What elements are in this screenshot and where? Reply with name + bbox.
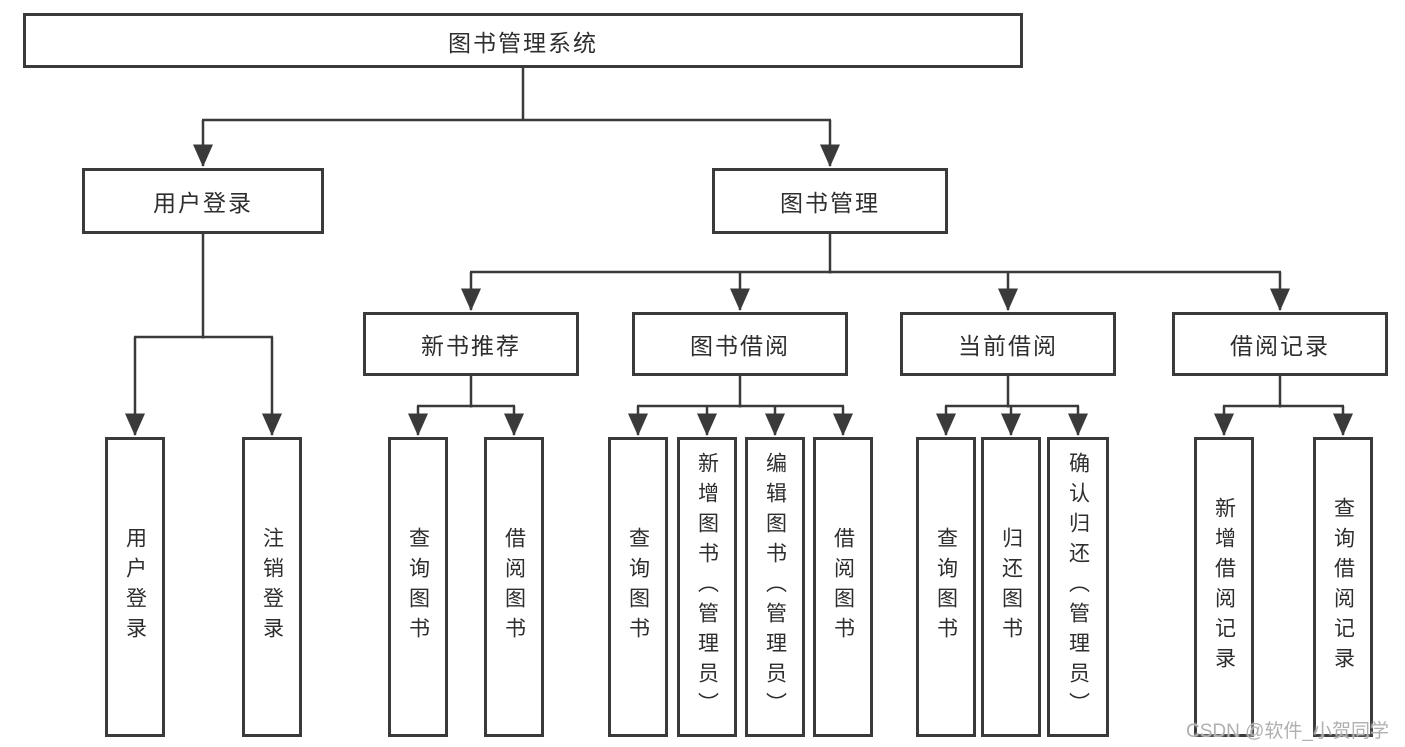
leaf-add-books-admin: 新增图书（管理员） bbox=[677, 437, 737, 737]
node-book-borrow: 图书借阅 bbox=[632, 312, 848, 376]
node-new-book-recommend: 新书推荐 bbox=[363, 312, 579, 376]
node-user-login-module: 用户登录 bbox=[82, 168, 324, 234]
node-label: 编辑图书（管理员） bbox=[763, 452, 787, 722]
leaf-logout: 注销登录 bbox=[242, 437, 302, 737]
node-book-management-module: 图书管理 bbox=[712, 168, 948, 234]
node-label: 借阅图书 bbox=[502, 527, 526, 647]
node-borrow-records: 借阅记录 bbox=[1172, 312, 1388, 376]
leaf-borrow-books-1: 借阅图书 bbox=[484, 437, 544, 737]
leaf-confirm-return-admin: 确认归还（管理员） bbox=[1047, 437, 1109, 737]
node-label: 查询图书 bbox=[406, 527, 430, 647]
node-root-system: 图书管理系统 bbox=[23, 13, 1023, 68]
leaf-query-borrow-record: 查询借阅记录 bbox=[1313, 437, 1373, 737]
node-label: 当前借阅 bbox=[958, 333, 1058, 359]
node-label: 查询图书 bbox=[934, 527, 958, 647]
node-label: 归还图书 bbox=[999, 527, 1023, 647]
node-label: 图书借阅 bbox=[690, 333, 790, 359]
leaf-query-books-2: 查询图书 bbox=[608, 437, 668, 737]
node-label: 图书管理系统 bbox=[448, 29, 598, 56]
leaf-return-books: 归还图书 bbox=[981, 437, 1041, 737]
csdn-watermark: CSDN @软件_小贺同学 bbox=[1186, 721, 1389, 742]
node-label: 借阅记录 bbox=[1230, 333, 1330, 359]
node-label: 查询图书 bbox=[626, 527, 650, 647]
node-label: 图书管理 bbox=[780, 190, 880, 216]
leaf-borrow-books-2: 借阅图书 bbox=[813, 437, 873, 737]
node-label: 注销登录 bbox=[260, 527, 284, 647]
leaf-user-login: 用户登录 bbox=[105, 437, 165, 737]
node-label: 新书推荐 bbox=[421, 333, 521, 359]
node-label: 新增图书（管理员） bbox=[695, 452, 719, 722]
leaf-query-books-3: 查询图书 bbox=[916, 437, 976, 737]
leaf-edit-books-admin: 编辑图书（管理员） bbox=[745, 437, 805, 737]
node-label: 确认归还（管理员） bbox=[1066, 452, 1090, 722]
node-label: 用户登录 bbox=[153, 190, 253, 216]
node-label: 查询借阅记录 bbox=[1331, 497, 1355, 677]
node-label: 借阅图书 bbox=[831, 527, 855, 647]
leaf-query-books-1: 查询图书 bbox=[388, 437, 448, 737]
node-label: 新增借阅记录 bbox=[1212, 497, 1236, 677]
node-label: 用户登录 bbox=[123, 527, 147, 647]
node-current-borrow: 当前借阅 bbox=[900, 312, 1116, 376]
leaf-add-borrow-record: 新增借阅记录 bbox=[1194, 437, 1254, 737]
